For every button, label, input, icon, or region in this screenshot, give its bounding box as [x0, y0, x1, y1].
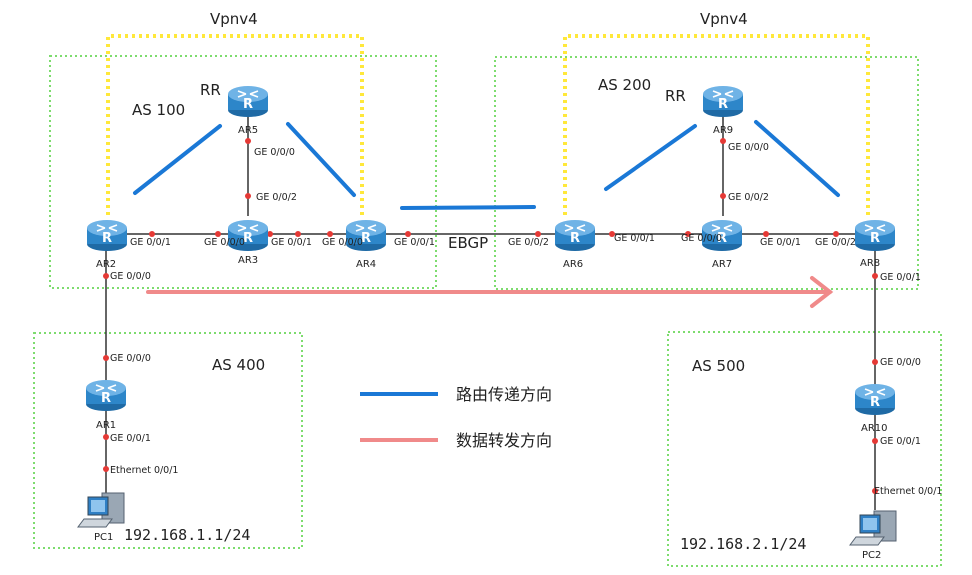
port-dot	[103, 273, 109, 279]
port-dot	[720, 138, 726, 144]
port-dot	[763, 231, 769, 237]
vpnv4-right-session	[563, 34, 870, 215]
port-dot	[609, 231, 615, 237]
port-label: GE 0/0/2	[256, 192, 297, 203]
port-label: Ethernet 0/0/1	[874, 486, 942, 497]
vpnv4-left-session	[106, 34, 364, 215]
router-ar9[interactable]	[702, 85, 744, 118]
router-label-ar2: AR2	[96, 259, 116, 270]
router-label-ar8: AR8	[860, 258, 880, 269]
as500-boundary	[667, 331, 942, 567]
pc2-label: PC2	[862, 550, 881, 561]
ebgp-label: EBGP	[448, 234, 488, 252]
port-dot	[103, 355, 109, 361]
port-label: GE 0/0/1	[760, 237, 801, 248]
router-label-ar3: AR3	[238, 255, 258, 266]
port-label: GE 0/0/1	[271, 237, 312, 248]
as100-label: AS 100	[132, 101, 185, 119]
data-forward-arrow	[146, 276, 834, 308]
port-dot	[872, 359, 878, 365]
port-dot	[295, 231, 301, 237]
port-label: GE 0/0/1	[130, 237, 171, 248]
port-label: GE 0/0/2	[815, 237, 856, 248]
port-label: GE 0/0/0	[254, 147, 295, 158]
port-label: GE 0/0/1	[394, 237, 435, 248]
router-label-ar5: AR5	[238, 125, 258, 136]
port-label: Ethernet 0/0/1	[110, 465, 178, 476]
port-dot	[720, 193, 726, 199]
port-dot	[872, 438, 878, 444]
port-dot	[872, 488, 878, 494]
port-label: GE 0/0/0	[681, 233, 722, 244]
port-dot	[833, 231, 839, 237]
router-ar6[interactable]	[554, 219, 596, 252]
pc1-label: PC1	[94, 532, 113, 543]
router-label-ar7: AR7	[712, 259, 732, 270]
legend: 路由传递方向 数据转发方向	[360, 385, 552, 450]
port-dot	[405, 231, 411, 237]
port-label: GE 0/0/2	[508, 237, 549, 248]
as200-label: AS 200	[598, 76, 651, 94]
port-label: GE 0/0/1	[880, 436, 921, 447]
router-ar5[interactable]	[227, 85, 269, 118]
pc2-ip-label: 192.168.2.1/24	[680, 535, 806, 553]
router-label-ar10: AR10	[861, 423, 888, 434]
rr-left-label: RR	[200, 81, 221, 99]
legend-route-label: 路由传递方向	[456, 385, 552, 404]
port-dot	[685, 231, 691, 237]
port-label: GE 0/0/2	[728, 192, 769, 203]
port-dot	[103, 466, 109, 472]
router-label-ar6: AR6	[563, 259, 583, 270]
port-label: GE 0/0/0	[322, 237, 363, 248]
as400-label: AS 400	[212, 356, 265, 374]
router-label-ar4: AR4	[356, 259, 376, 270]
pc2-icon[interactable]	[849, 510, 897, 546]
port-dot	[535, 231, 541, 237]
rr-right-label: RR	[665, 87, 686, 105]
port-dot	[245, 138, 251, 144]
legend-data-label: 数据转发方向	[456, 431, 552, 450]
port-label: GE 0/0/0	[880, 357, 921, 368]
as500-label: AS 500	[692, 357, 745, 375]
router-ar10[interactable]	[854, 383, 896, 416]
as400-boundary	[33, 332, 303, 549]
route-line-ar4-ar6	[400, 205, 536, 210]
pc1-ip-label: 192.168.1.1/24	[124, 526, 250, 544]
port-label: GE 0/0/1	[880, 272, 921, 283]
port-dot	[267, 231, 273, 237]
router-ar2[interactable]	[86, 219, 128, 252]
vpnv4-left-label: Vpnv4	[210, 10, 258, 28]
port-label: GE 0/0/1	[614, 233, 655, 244]
as200-boundary	[494, 56, 919, 290]
router-ar8[interactable]	[854, 219, 896, 252]
port-dot	[245, 193, 251, 199]
route-line-ar9-ar8	[754, 120, 840, 197]
route-line-ar9-ar6	[604, 124, 697, 191]
as100-boundary	[49, 55, 437, 289]
port-label: GE 0/0/0	[728, 142, 769, 153]
port-dot	[327, 231, 333, 237]
port-label: GE 0/0/0	[110, 271, 151, 282]
route-line-ar5-ar2	[133, 124, 222, 195]
pc1-icon[interactable]	[77, 492, 125, 528]
vpnv4-right-label: Vpnv4	[700, 10, 748, 28]
port-dot	[103, 434, 109, 440]
port-dot	[215, 231, 221, 237]
route-line-ar5-ar4	[286, 122, 356, 197]
router-ar1[interactable]	[85, 379, 127, 412]
port-label: GE 0/0/0	[110, 353, 151, 364]
port-dot	[149, 231, 155, 237]
port-label: GE 0/0/1	[110, 433, 151, 444]
router-label-ar9: AR9	[713, 125, 733, 136]
port-dot	[872, 273, 878, 279]
router-label-ar1: AR1	[96, 420, 116, 431]
port-label: GE 0/0/0	[204, 237, 245, 248]
